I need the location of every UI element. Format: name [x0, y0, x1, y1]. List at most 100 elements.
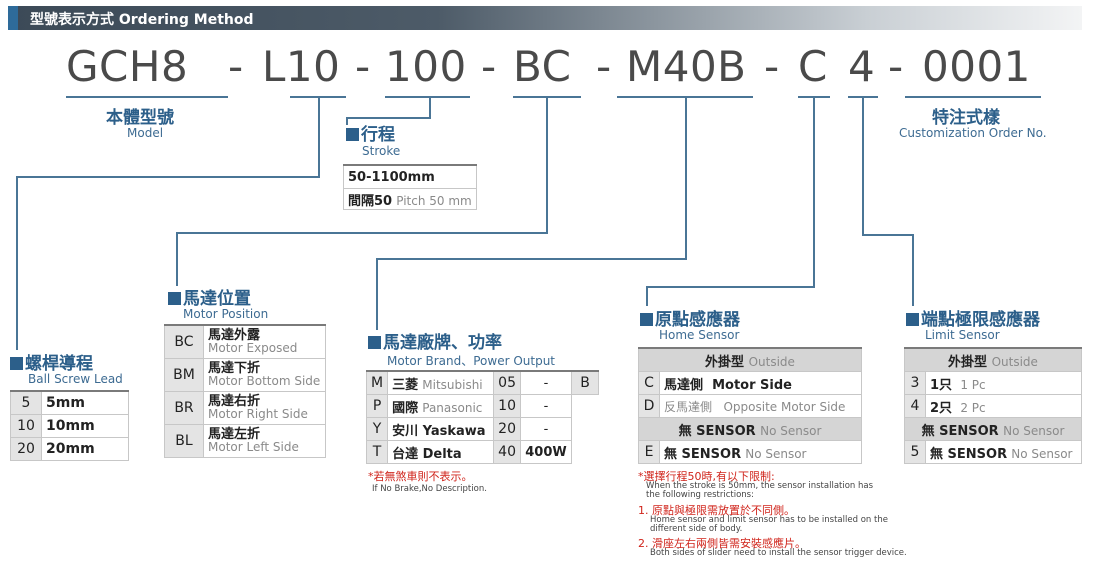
motor-power-code: 10: [493, 394, 521, 418]
connector-home-sensor: [646, 286, 648, 306]
motor-power-code: 20: [493, 417, 521, 441]
limit-sensor-desc: 2只 2 Pc: [925, 394, 1082, 418]
connector-home-sensor: [813, 96, 815, 288]
underline-order-no: [905, 96, 1041, 98]
bullet-square-icon: [10, 357, 23, 370]
motor-position-code: BR: [164, 391, 204, 425]
motor-position-code: BL: [164, 424, 204, 458]
connector-limit-sensor: [862, 96, 864, 236]
motor-position-label-zh: 馬達位置: [183, 289, 251, 309]
home-note-2-en: Both sides of slider need to install the…: [650, 548, 907, 558]
home-sensor-head-zh: 外掛型: [705, 354, 745, 370]
ball-screw-label-en: Ball Screw Lead: [28, 372, 123, 386]
header-accent: [8, 6, 18, 30]
code-motor-position: BC: [513, 42, 572, 91]
motor-brand-label-zh: 馬達廠牌、功率: [383, 333, 502, 353]
home-sensor-head: 外掛型 Outside: [638, 347, 862, 372]
ball-screw-code: 10: [10, 414, 42, 438]
ball-screw-value: 10mm: [41, 414, 129, 438]
limit-sensor-head: 外掛型 Outside: [904, 347, 1082, 372]
ball-screw-title: 螺桿導程: [10, 349, 93, 374]
home-sensor-en: Opposite Motor Side: [723, 399, 846, 414]
code-model: GCH8: [66, 42, 189, 91]
home-sensor-zh: 反馬達側: [664, 399, 713, 414]
connector-motor-brand: [376, 258, 378, 330]
stroke-pitch: 間隔50 Pitch 50 mm: [343, 188, 477, 210]
ball-screw-code: 5: [10, 390, 42, 415]
model-label-zh: 本體型號: [106, 108, 174, 128]
custom-label-en: Customization Order No.: [899, 126, 1047, 140]
home-sensor-en: Motor Side: [712, 377, 792, 393]
motor-position-en: Motor Right Side: [208, 407, 308, 421]
page-title: 型號表示方式 Ordering Method: [30, 12, 254, 28]
limit-sensor-en: 1 Pc: [960, 377, 986, 392]
home-sensor-zh: 馬達側: [664, 377, 704, 393]
home-sensor-desc: 馬達側 Motor Side: [659, 371, 862, 395]
home-note-0-zh: *選擇行程50時,有以下限制:: [638, 470, 775, 483]
code-home-sensor: C: [798, 42, 828, 91]
stroke-pitch-zh: 間隔50: [348, 193, 393, 209]
limit-sensor-no-sensor-head: 無 SENSOR No Sensor: [904, 417, 1082, 441]
limit-sensor-code: 3: [904, 371, 926, 395]
home-sensor-no-sensor-en: No Sensor: [760, 423, 822, 438]
motor-watt: -: [520, 370, 572, 395]
connector-motor-brand: [685, 96, 687, 260]
limit-sensor-code: 5: [904, 440, 926, 464]
limit-sensor-desc: 無 SENSOR No Sensor: [925, 440, 1082, 464]
motor-position-code: BC: [164, 324, 204, 359]
header-bar: [8, 6, 1082, 30]
limit-sensor-zh: 1只: [930, 377, 953, 393]
connector-stroke: [346, 117, 431, 119]
bullet-square-icon: [346, 128, 359, 141]
stroke-pitch-en: Pitch 50 mm: [396, 193, 472, 208]
connector-stroke: [429, 96, 431, 118]
home-sensor-zh: 無 SENSOR: [664, 446, 742, 462]
code-order-no: 0001: [922, 42, 1031, 91]
home-sensor-code: E: [638, 440, 660, 464]
motor-brand-note-zh: *若無煞車則不表示。: [368, 470, 473, 483]
connector-home-sensor: [646, 286, 815, 288]
bullet-square-icon: [906, 313, 919, 326]
connector-motor-position: [176, 232, 548, 234]
code-dash: -: [596, 42, 612, 91]
motor-brand-zh: 台達 Delta: [392, 446, 462, 462]
ball-screw-code: 20: [10, 437, 42, 461]
empty-cell: [572, 418, 599, 441]
motor-brand-zh: 國際: [392, 400, 419, 416]
code-dash: -: [355, 42, 371, 91]
ball-screw-value: 20mm: [41, 437, 129, 461]
motor-position-title: 馬達位置: [168, 284, 251, 309]
motor-brake-code: B: [571, 370, 599, 395]
motor-position-en: Motor Exposed: [208, 341, 298, 355]
empty-cell: [572, 441, 599, 464]
motor-brand-title: 馬達廠牌、功率: [368, 328, 502, 353]
empty-cell: [572, 395, 599, 418]
connector-limit-sensor: [912, 234, 914, 306]
home-sensor-desc: 無 SENSOR No Sensor: [659, 440, 862, 464]
table-row: Y 安川 Yaskawa 20 -: [365, 417, 599, 441]
motor-power-code: 40: [493, 440, 521, 464]
code-motor-brand: M40B: [626, 42, 747, 91]
bullet-square-icon: [368, 336, 381, 349]
underline-stroke: [385, 96, 470, 98]
motor-brand-zh: 安川 Yaskawa: [392, 423, 486, 439]
limit-sensor-head-en: Outside: [991, 354, 1038, 369]
home-note-1-en2: different side of body.: [650, 524, 743, 534]
motor-position-label-en: Motor Position: [183, 307, 269, 321]
motor-brand-name: 安川 Yaskawa: [387, 417, 495, 441]
custom-label-zh: 特注式樣: [932, 108, 1000, 128]
home-note-2-zh: 2. 滑座左右兩側皆需安裝感應片。: [638, 537, 806, 550]
